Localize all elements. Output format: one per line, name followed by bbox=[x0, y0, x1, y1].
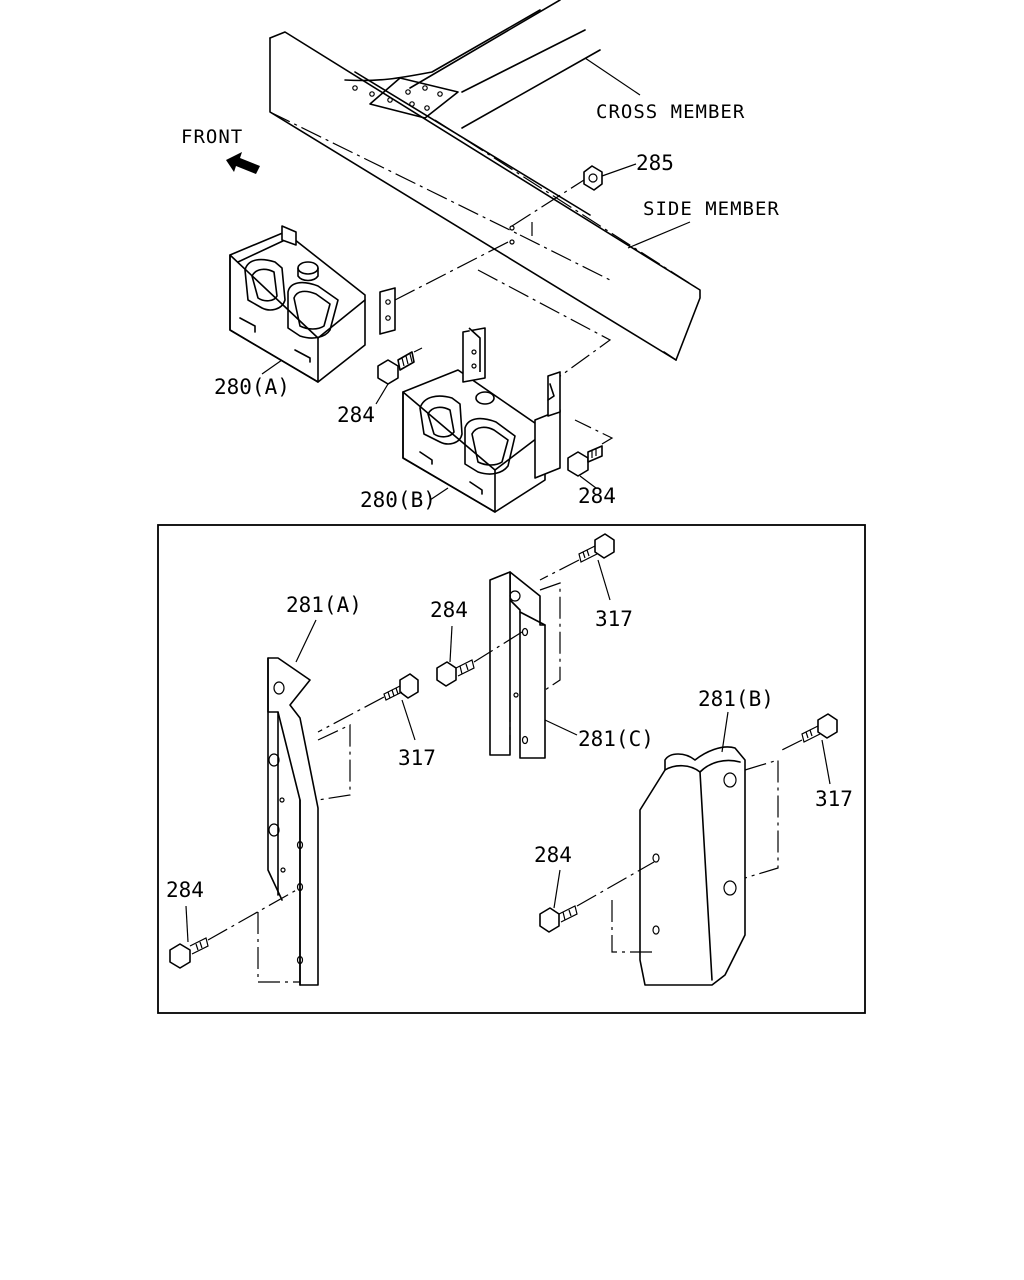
bolt-284-upper-left bbox=[375, 347, 423, 405]
nut-285 bbox=[583, 163, 637, 191]
detail-box bbox=[157, 524, 866, 1014]
part-281a-label: 281(A) bbox=[286, 593, 362, 617]
cross-member bbox=[269, 0, 701, 361]
bracket-281c bbox=[489, 571, 561, 759]
bolt-284-detail-right bbox=[539, 861, 655, 933]
front-label: FRONT bbox=[181, 126, 243, 148]
bolt-284-detail-left bbox=[169, 887, 301, 969]
bolt-317-mid bbox=[317, 673, 419, 741]
bracket-281a bbox=[257, 657, 351, 986]
part-281b-label: 281(B) bbox=[698, 687, 774, 711]
part-284-left-label: 284 bbox=[337, 403, 375, 427]
part-280b-label: 280(B) bbox=[360, 488, 436, 512]
part-317-mid-label: 317 bbox=[398, 746, 436, 770]
part-284-detail-top-label: 284 bbox=[430, 598, 468, 622]
front-arrow-icon bbox=[226, 152, 260, 174]
part-280a-label: 280(A) bbox=[214, 375, 290, 399]
bracket-281b bbox=[611, 746, 779, 986]
bolt-317-top bbox=[539, 533, 615, 601]
part-281c-label: 281(C) bbox=[578, 727, 654, 751]
part-317-right-label: 317 bbox=[815, 787, 853, 811]
side-member-label: SIDE MEMBER bbox=[643, 198, 780, 220]
part-317-top-label: 317 bbox=[595, 607, 633, 631]
part-285-label: 285 bbox=[636, 151, 674, 175]
part-284-detail-right-label: 284 bbox=[534, 843, 572, 867]
mudguard-280b bbox=[402, 327, 561, 513]
bolt-284-upper-right bbox=[567, 419, 614, 489]
part-284-right-label: 284 bbox=[578, 484, 616, 508]
cross-member-label: CROSS MEMBER bbox=[596, 101, 745, 123]
bolt-284-detail-top bbox=[436, 625, 523, 687]
bolt-317-right bbox=[777, 713, 838, 785]
part-284-detail-left-label: 284 bbox=[166, 878, 204, 902]
mudguard-280a bbox=[229, 225, 396, 383]
